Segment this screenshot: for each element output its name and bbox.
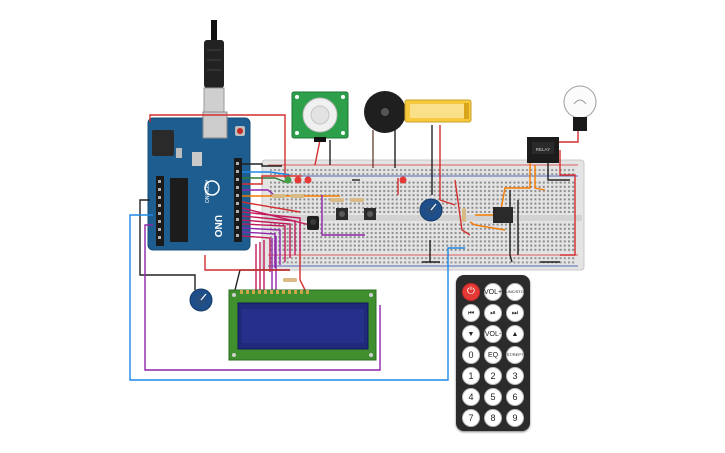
- pir-motion-sensor: [291, 91, 349, 142]
- breadboard: [261, 159, 585, 271]
- potentiometer-lcd: [189, 288, 213, 312]
- remote-button[interactable]: 8: [484, 409, 502, 427]
- uno-logo-text: UNO: [212, 215, 223, 237]
- potentiometer-breadboard: [419, 198, 443, 222]
- remote-button[interactable]: ST/REPT: [506, 346, 524, 364]
- resistor: [462, 208, 466, 222]
- resistor: [350, 198, 364, 202]
- ic-chip: [493, 207, 513, 223]
- piezo-buzzer: [364, 91, 406, 133]
- green-led: [284, 176, 292, 184]
- remote-button[interactable]: 7: [462, 409, 480, 427]
- relay-module: RELAY: [527, 137, 559, 163]
- remote-button[interactable]: 2: [484, 367, 502, 385]
- remote-button[interactable]: ▼: [462, 325, 480, 343]
- ir-receiver: [307, 216, 319, 230]
- arduino-uno-board: UNO ARDUINO: [147, 111, 251, 251]
- remote-button[interactable]: VOL-: [484, 325, 502, 343]
- wires: [129, 114, 579, 381]
- lcd-display: [228, 289, 377, 361]
- remote-button[interactable]: ⏭: [506, 304, 524, 322]
- remote-button[interactable]: ▲: [506, 325, 524, 343]
- red-led-3: [399, 176, 407, 184]
- remote-button[interactable]: ⏮: [462, 304, 480, 322]
- reset-button[interactable]: [237, 128, 243, 134]
- resistor: [283, 278, 297, 282]
- remote-button[interactable]: FUNC/STOP: [503, 283, 527, 301]
- red-led-1: [294, 176, 302, 184]
- push-buttons: [336, 208, 376, 220]
- arduino-logo-icon: [204, 180, 220, 196]
- red-led-2: [304, 176, 312, 184]
- remote-button[interactable]: 6: [506, 388, 524, 406]
- arduino-brand-text: ARDUINO: [203, 180, 209, 203]
- light-bulb: [563, 85, 597, 131]
- resistor: [272, 194, 286, 198]
- resistors: [272, 194, 466, 282]
- remote-button[interactable]: EQ: [484, 346, 502, 364]
- atmega-chip: [170, 178, 188, 242]
- usb-cable: [203, 20, 225, 115]
- sensor-module: [404, 99, 472, 123]
- remote-button[interactable]: 3: [506, 367, 524, 385]
- remote-button[interactable]: 4: [462, 388, 480, 406]
- resistor: [330, 198, 344, 202]
- remote-button[interactable]: VOL+: [484, 283, 502, 301]
- relay-label: RELAY: [536, 147, 550, 152]
- remote-button[interactable]: 5: [484, 388, 502, 406]
- remote-button[interactable]: 1: [462, 367, 480, 385]
- remote-button[interactable]: 0: [462, 346, 480, 364]
- leds: [284, 176, 407, 184]
- resistor: [290, 194, 304, 198]
- remote-button[interactable]: ⏻: [462, 283, 480, 301]
- remote-button[interactable]: 9: [506, 409, 524, 427]
- remote-button[interactable]: ⏯: [484, 304, 502, 322]
